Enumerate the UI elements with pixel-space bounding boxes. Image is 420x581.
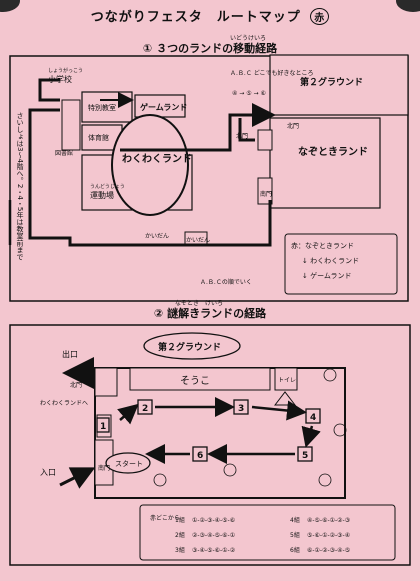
kitamon-top-label: 北門 bbox=[287, 122, 299, 130]
ground2-block bbox=[269, 54, 409, 116]
tree-icon bbox=[333, 423, 347, 437]
tree-icon bbox=[223, 463, 237, 477]
field-label: 運動場 bbox=[90, 190, 114, 200]
ground2-label-2: 第２グラウンド bbox=[158, 341, 221, 353]
kaidan-left-label: かいだん bbox=[145, 233, 169, 240]
section1-heading-text: ① ３つのランドの移動経路 bbox=[142, 42, 278, 55]
legend-line2: ↓ わくわくランド bbox=[302, 257, 359, 265]
section2-heading: ② 謎解きランドの経路 bbox=[0, 305, 420, 321]
minamimon-box bbox=[257, 177, 273, 205]
start-label: スタート bbox=[115, 459, 143, 468]
kitamon-box bbox=[257, 129, 273, 151]
route-path-2 bbox=[120, 103, 276, 152]
kaidan-bottom-label: かいだん bbox=[186, 237, 210, 244]
game-land-label: ゲームランド bbox=[140, 102, 187, 112]
checkpoint-1 bbox=[96, 417, 110, 433]
section2-heading-text: ② 謎解きランドの経路 bbox=[153, 307, 267, 320]
kitamon-label-1: 北門 bbox=[236, 132, 248, 140]
route-top-note: ④ → ⑤ → ⑥ bbox=[232, 90, 266, 97]
binder-hole-right bbox=[396, 0, 420, 12]
arrow-4-5 bbox=[301, 425, 321, 448]
tunnel-shape bbox=[273, 391, 297, 406]
school-label: 小学校 bbox=[48, 74, 72, 84]
schedule-row-3-label: 3組 bbox=[175, 546, 185, 554]
checkpoint-1-label: 1 bbox=[100, 422, 106, 432]
field-ruby: うんどうじょう bbox=[90, 183, 125, 190]
schedule-row-6-boxes: ⑥-①-②-③-④-⑤ bbox=[307, 547, 350, 554]
nazo-land-label: なぞときランド bbox=[298, 146, 368, 158]
title-text: つながりフェスタ ルートマップ bbox=[90, 10, 301, 25]
legend-line1: 赤：なぞときランド bbox=[291, 242, 354, 250]
checkpoint-6-label: 6 bbox=[197, 451, 203, 461]
section2-heading-ruby: なぞとき けいろ bbox=[175, 300, 224, 307]
route-path-1 bbox=[28, 78, 272, 247]
schedule-box bbox=[139, 504, 396, 561]
schedule-row-5-label: 5組 bbox=[290, 531, 300, 539]
waku-land-oval bbox=[111, 114, 189, 216]
to-land-label: わくわくランドへ bbox=[40, 400, 88, 407]
kitamon-label-2: 北門 bbox=[70, 381, 82, 389]
abc-bottom-note: Ａ.Ｂ.Ｃの順でいく bbox=[200, 279, 252, 286]
arrow-3-4 bbox=[251, 400, 307, 421]
exit-label: 出口 bbox=[62, 349, 78, 359]
special-room-label: 特別教室 bbox=[88, 103, 116, 112]
schedule-row-2-boxes: ②-③-④-⑤-⑥-① bbox=[192, 532, 235, 539]
kitamon-box-2 bbox=[94, 367, 118, 397]
checkpoint-3-label: 3 bbox=[238, 404, 244, 414]
waku-land-label: わくわくランド bbox=[122, 153, 192, 165]
tree-icons bbox=[153, 368, 347, 487]
schedule-row-1-boxes: ①-②-③-④-⑤-⑥ bbox=[192, 517, 235, 524]
ground2-bubble bbox=[143, 332, 241, 360]
minamimon-label-1: 南門 bbox=[260, 190, 272, 198]
section1-legend-box bbox=[284, 233, 398, 295]
tree-icon bbox=[323, 368, 337, 382]
stair-left-block bbox=[61, 99, 81, 151]
schedule-row-3-boxes: ③-④-⑤-⑥-①-② bbox=[192, 547, 236, 554]
tree-icon bbox=[153, 473, 167, 487]
nazo-land-block bbox=[269, 117, 381, 209]
schedule-title: 赤どこから bbox=[150, 514, 180, 522]
schedule-row-5-boxes: ⑤-⑥-①-②-③-④ bbox=[307, 532, 350, 539]
toilet-box bbox=[274, 367, 298, 391]
school-ruby: しょうがっこう bbox=[48, 67, 83, 74]
vertical-note: さいしょは3〜4階へ。2・4・5年は教室前まで bbox=[16, 112, 24, 260]
ground2-label: 第２グラウンド bbox=[300, 76, 363, 88]
gym-label: 体育館 bbox=[88, 133, 109, 142]
minamimon-label-2: 南門 bbox=[98, 464, 110, 472]
route-path-3 bbox=[238, 118, 255, 142]
section2-frame bbox=[9, 324, 411, 566]
schedule-row-4-boxes: ④-⑤-⑥-①-②-③ bbox=[307, 517, 350, 524]
toilet-label: トイレ bbox=[278, 377, 296, 384]
section1-heading: ① ３つのランドの移動経路 bbox=[0, 40, 420, 56]
abc-top-note: Ａ.Ｂ.Ｃ どこでも好きなところ bbox=[230, 69, 314, 77]
section1-heading-ruby: いどうけいろ bbox=[230, 35, 267, 42]
warehouse-box bbox=[129, 367, 271, 391]
legend-line3: ↓ ゲームランド bbox=[302, 271, 352, 280]
warehouse-label: そうこ bbox=[180, 375, 210, 387]
schedule-row-1-label: 1組 bbox=[175, 516, 185, 524]
arrow-1-2 bbox=[117, 403, 139, 425]
checkpoint-5-label: 5 bbox=[302, 451, 308, 461]
entrance-label: 入口 bbox=[40, 468, 56, 477]
section1-frame bbox=[9, 55, 409, 302]
schedule-row-2-label: 2組 bbox=[175, 531, 185, 539]
page-title: つながりフェスタ ルートマップ 赤 bbox=[0, 6, 420, 25]
park-label: 図書館 bbox=[55, 149, 73, 157]
schedule-row-6-label: 6組 bbox=[290, 546, 300, 554]
tree-icon bbox=[318, 473, 332, 487]
checkpoint-2-label: 2 bbox=[142, 404, 148, 414]
checkpoint-4-label: 4 bbox=[310, 413, 316, 423]
entrance-arrow bbox=[59, 467, 96, 489]
title-circle-badge: 赤 bbox=[310, 8, 330, 25]
schedule-row-4-label: 4組 bbox=[290, 516, 300, 524]
